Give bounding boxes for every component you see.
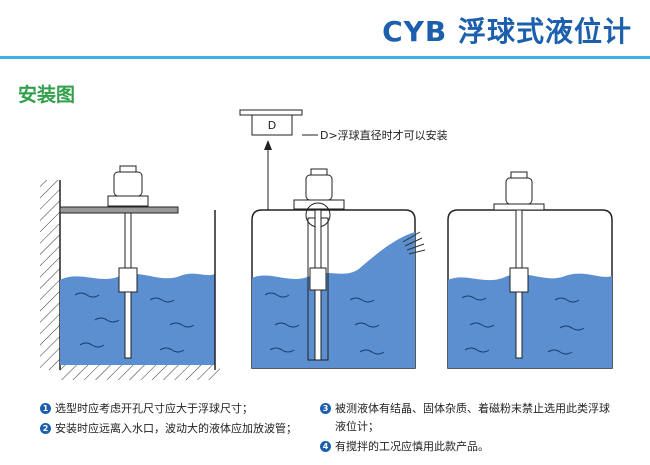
note-text: 有搅拌的工况应慎用此款产品。 <box>335 440 489 453</box>
liquid-3 <box>448 273 612 368</box>
float-ball-3 <box>509 267 529 293</box>
transmitter-head-2 <box>305 174 333 201</box>
note-3-cont: 液位计； <box>335 418 379 434</box>
liquid-1 <box>60 273 215 365</box>
float-ball <box>118 267 138 293</box>
note-text: 液位计； <box>335 420 379 433</box>
tank-3 <box>447 171 613 369</box>
flange-label: D <box>268 119 276 132</box>
floor-hatch <box>60 365 220 380</box>
note-text: 选型时应考虑开孔尺寸应大于浮球尺寸； <box>55 402 253 415</box>
note-number: 1 <box>40 402 51 414</box>
note-2: 2 安装时应远离入水口，波动大的液体应加放波管； <box>40 420 297 436</box>
flange-detail: D D>浮球直径时才可以安装 <box>239 109 448 211</box>
liquid-2 <box>252 232 415 368</box>
note-number: 4 <box>320 440 331 452</box>
note-4: 4 有搅拌的工况应慎用此款产品。 <box>320 438 489 454</box>
page-title: CYB 浮球式液位计 <box>382 15 632 48</box>
transmitter-head <box>113 171 143 197</box>
note-number: 2 <box>40 422 51 434</box>
transmitter-head-3 <box>505 177 533 205</box>
flange-note: D>浮球直径时才可以安装 <box>320 128 448 142</box>
note-1: 1 选型时应考虑开孔尺寸应大于浮球尺寸； <box>40 400 253 416</box>
note-3: 3 被测液体有结晶、固体杂质、着磁粉末禁止选用此类浮球 <box>320 400 610 416</box>
tank-2 <box>251 168 426 369</box>
float-ball-2 <box>309 267 327 291</box>
section-title: 安装图 <box>18 84 76 106</box>
note-number: 3 <box>320 402 331 414</box>
note-text: 被测液体有结晶、固体杂质、着磁粉末禁止选用此类浮球 <box>335 402 610 415</box>
tank-1 <box>40 165 220 380</box>
wall-hatch <box>40 180 60 370</box>
note-text: 安装时应远离入水口，波动大的液体应加放波管； <box>55 422 297 435</box>
title-divider <box>0 56 650 59</box>
mount-plate <box>59 206 179 214</box>
inlet-spray <box>402 231 426 255</box>
